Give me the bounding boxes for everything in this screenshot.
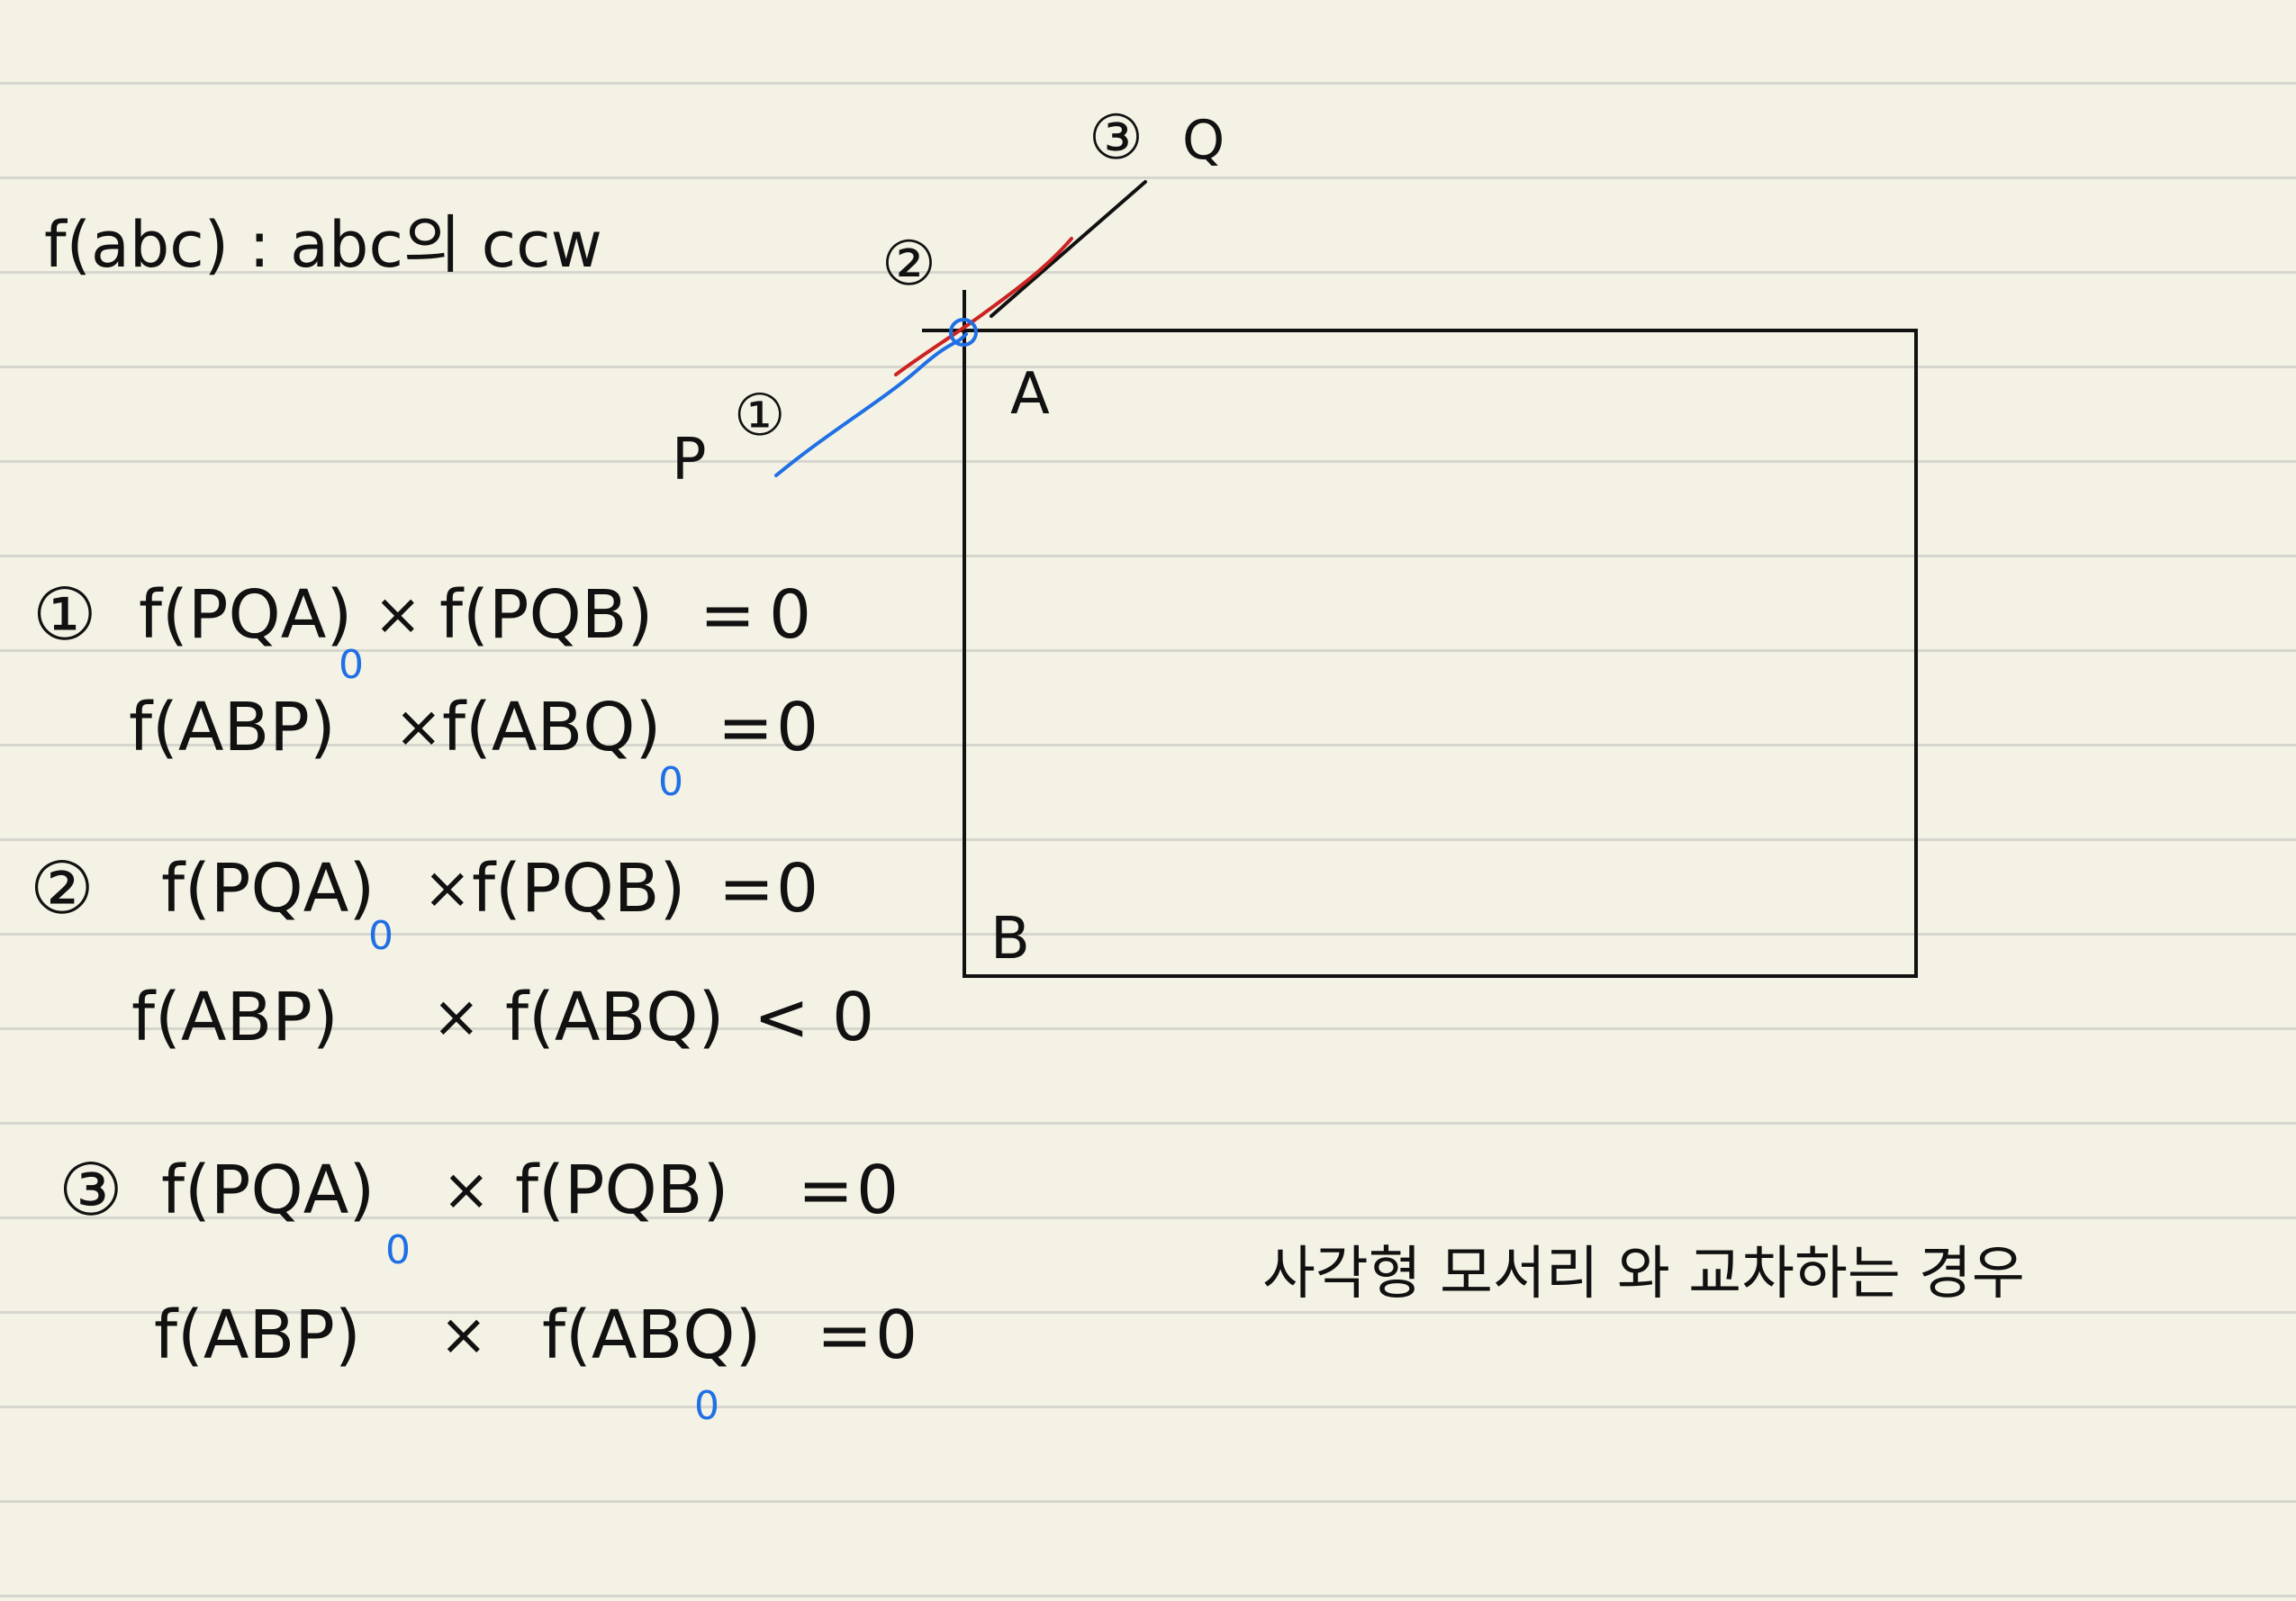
case-3-eq1-relation: = — [798, 1152, 854, 1229]
label-position-3: ③ — [1089, 103, 1143, 174]
case-3-eq1-factor-a: f(PQA) — [161, 1152, 375, 1229]
case-3-eq2-rhs: 0 — [875, 1297, 918, 1374]
case-3-eq2-zero-mark: 0 — [694, 1383, 719, 1429]
case-3-eq1-zero-mark: 0 — [385, 1227, 411, 1273]
case-1-marker: ① — [32, 573, 97, 656]
case-1-eq1-zero-mark: 0 — [339, 642, 364, 688]
case-2-eq2-times: × — [432, 984, 481, 1051]
case-3-eq2-relation: = — [817, 1297, 873, 1374]
rectangle — [963, 329, 1918, 978]
case-2-eq1-times: × — [423, 855, 472, 922]
case-2-eq1-relation: = — [719, 850, 775, 927]
corner-a-blue-circle — [949, 318, 978, 347]
case-3-eq2-times: × — [439, 1302, 488, 1369]
case-2-eq1-factor-a: f(PQA) — [161, 850, 375, 927]
case-1-eq2-factor-b: f(ABQ) — [442, 689, 662, 766]
case-1-eq1-relation: = — [700, 576, 756, 654]
case-1-eq1-times: × — [374, 582, 422, 648]
case-2-eq2-factor-b: f(ABQ) — [505, 979, 725, 1056]
case-1-eq2-factor-a: f(ABP) — [129, 689, 336, 766]
case-2-eq1-zero-mark: 0 — [368, 913, 393, 959]
case-2-eq1-factor-b: f(PQB) — [472, 850, 686, 927]
case-1-eq2-rhs: 0 — [776, 689, 819, 766]
label-point-q: Q — [1182, 109, 1225, 172]
label-position-2: ② — [881, 229, 936, 300]
case-3-eq2-factor-a: f(ABP) — [154, 1297, 361, 1374]
ccw-definition: f(abc) : abc의 ccw — [44, 208, 602, 282]
segment-position-2-red — [894, 237, 1073, 376]
label-corner-a: A — [1010, 361, 1050, 428]
case-2-eq2-relation: < — [754, 979, 810, 1056]
case-2-eq2-rhs: 0 — [832, 979, 875, 1056]
label-point-p: P — [672, 427, 707, 493]
caption: 사각형 모서리 와 교차하는 경우 — [1262, 1241, 2025, 1307]
case-1-eq2-times: × — [394, 694, 443, 761]
label-position-1: ① — [734, 383, 786, 449]
case-3-eq1-rhs: 0 — [856, 1152, 899, 1229]
label-corner-b: B — [990, 906, 1030, 972]
segment-to-q — [990, 180, 1147, 318]
case-1-eq1-rhs: 0 — [769, 576, 812, 654]
case-2-eq2-factor-a: f(ABP) — [131, 979, 339, 1056]
case-3-eq2-factor-b: f(ABQ) — [542, 1297, 762, 1374]
case-3-marker: ③ — [59, 1148, 123, 1232]
case-1-eq2-zero-mark: 0 — [658, 759, 683, 805]
case-3-eq1-factor-b: f(PQB) — [515, 1152, 729, 1229]
case-1-eq1-factor-b: f(PQB) — [439, 576, 654, 654]
segment-from-p-blue — [774, 332, 968, 477]
case-2-marker: ② — [30, 846, 95, 930]
case-2-eq1-rhs: 0 — [776, 850, 819, 927]
case-1-eq2-relation: = — [718, 689, 774, 766]
case-3-eq1-times: × — [442, 1157, 491, 1224]
case-1-eq1-factor-a: f(PQA) — [139, 576, 353, 654]
